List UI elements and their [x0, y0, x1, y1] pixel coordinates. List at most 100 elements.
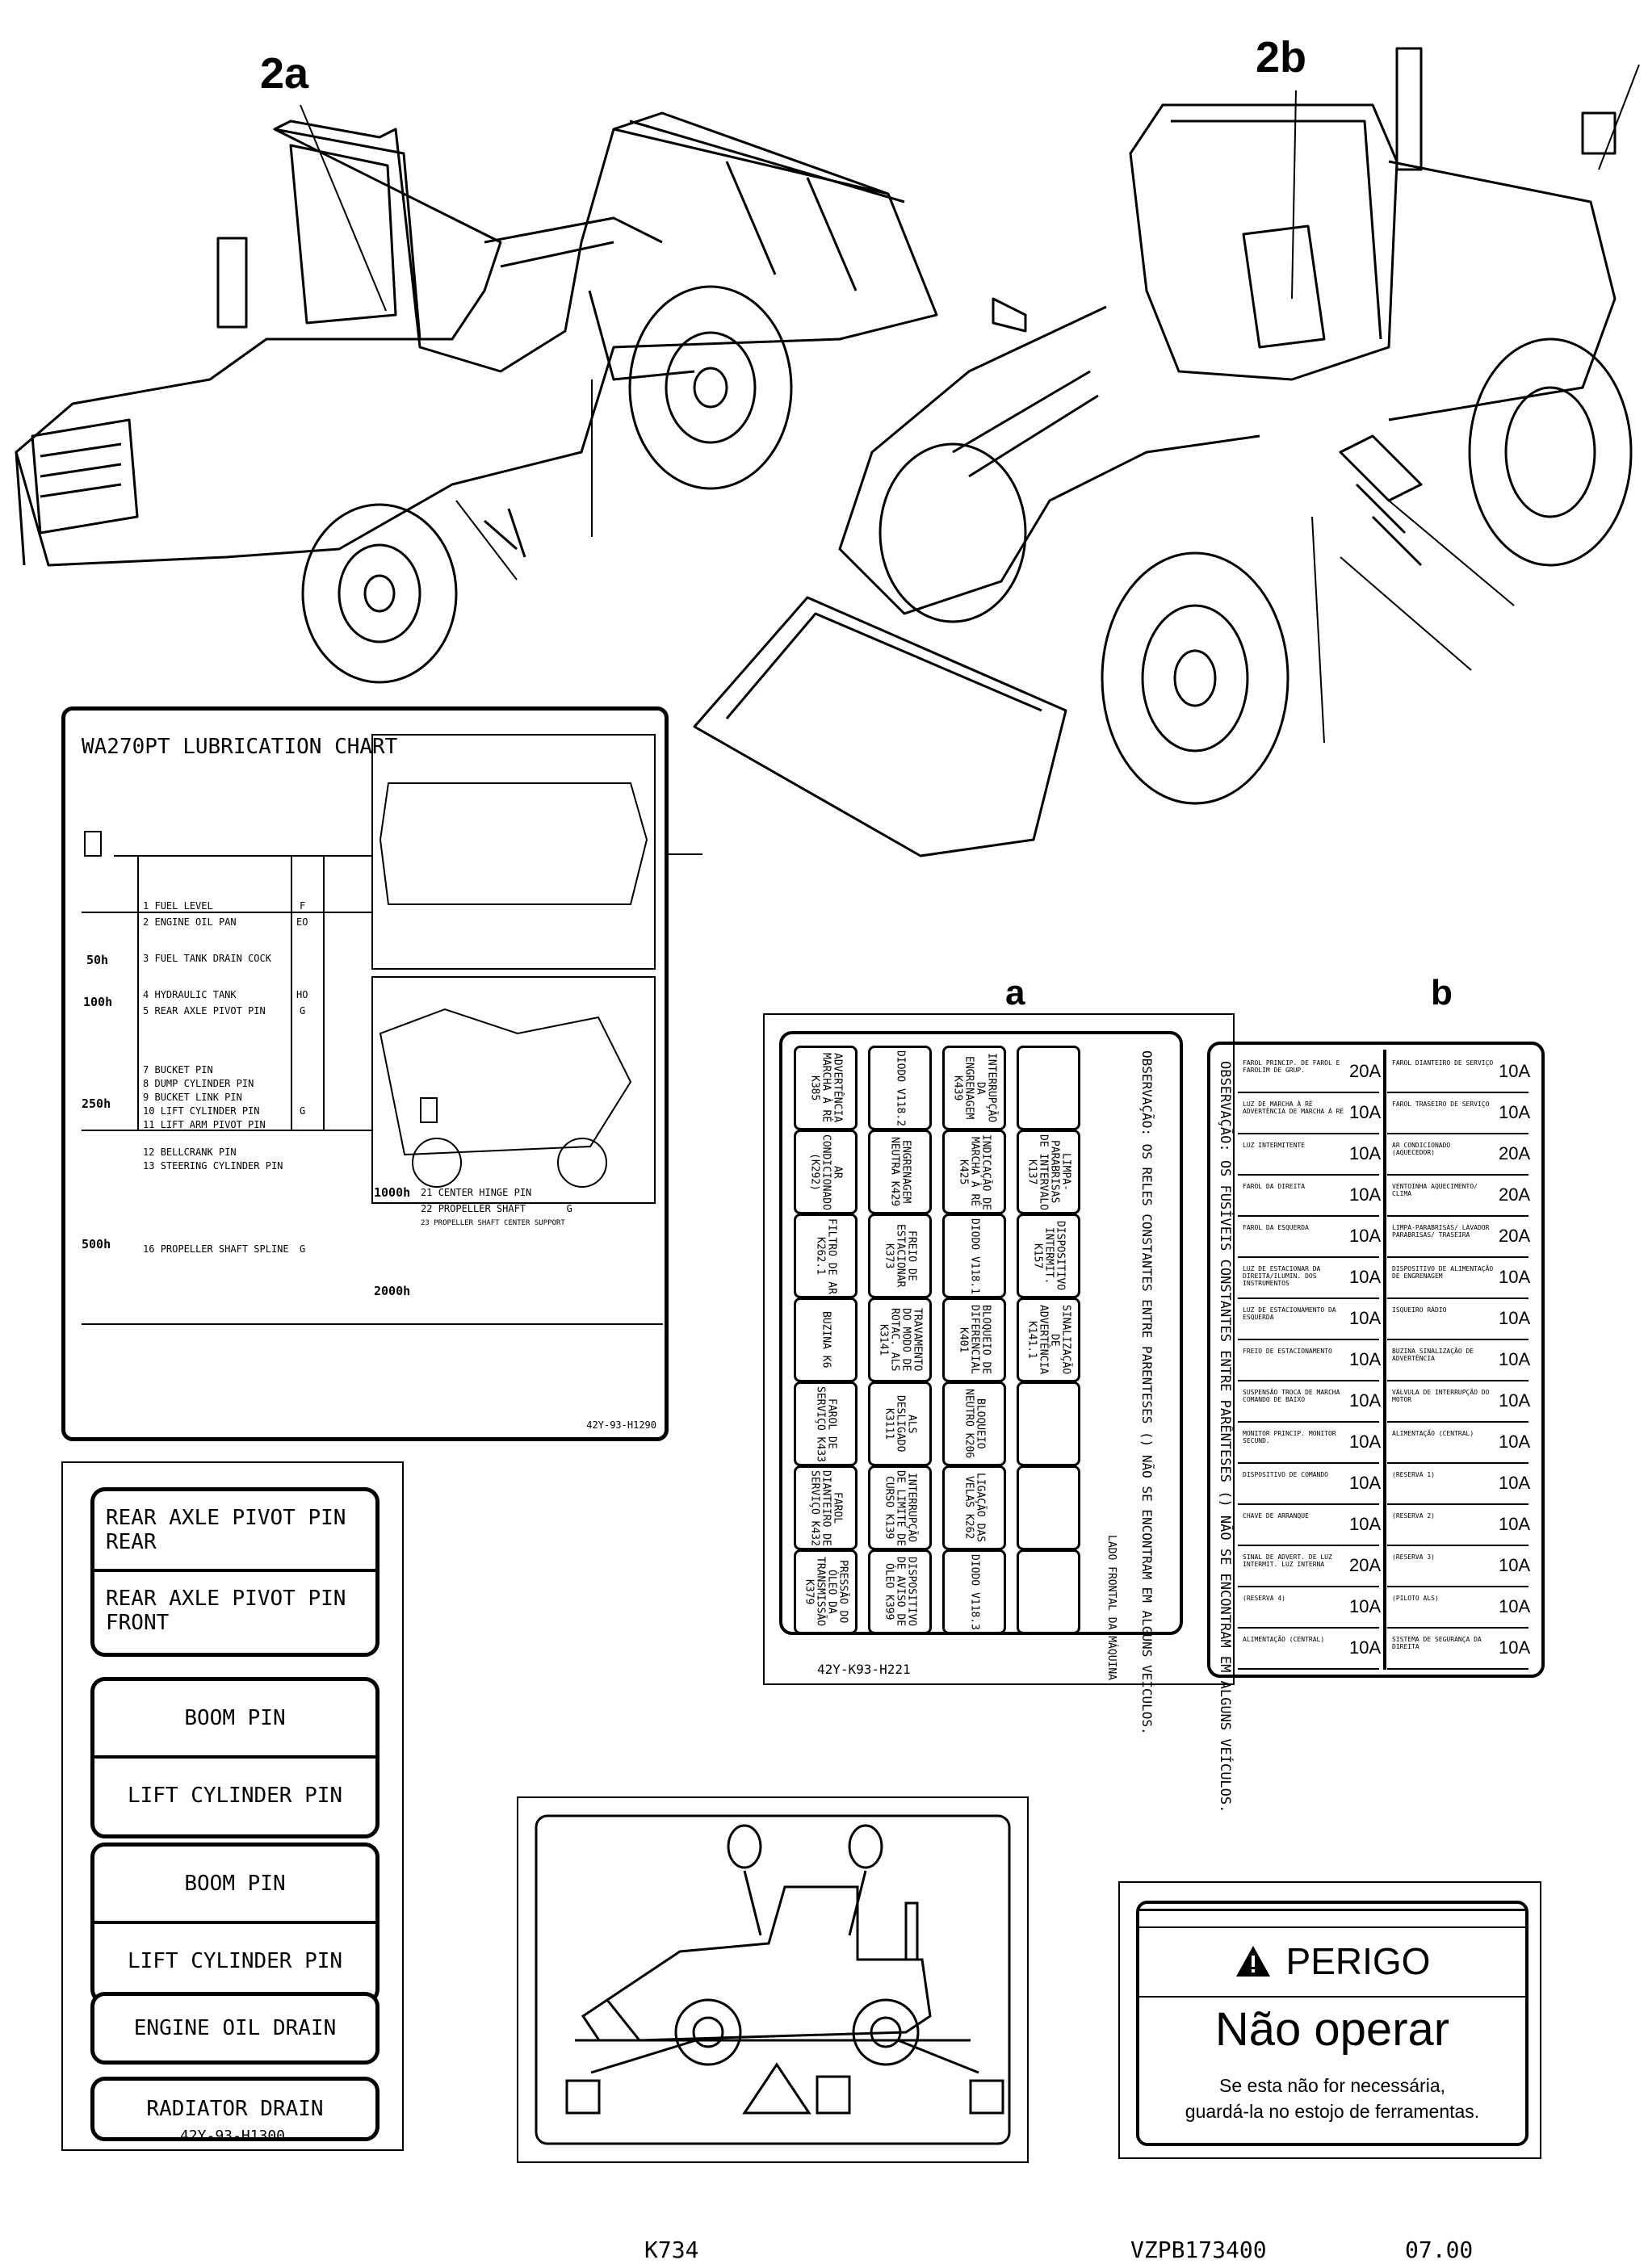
fuse-row-divider: [1387, 1462, 1528, 1464]
danger-label: PERIGO Não operar Se esta não for necess…: [1118, 1881, 1541, 2159]
lube-row: 5 REAR AXLE PIVOT PIN: [143, 1005, 266, 1017]
fuse-label: BUZINA SINALIZAÇÃO DE ADVERTÊNCIA: [1392, 1348, 1474, 1362]
fuse-row-divider: [1238, 1545, 1379, 1546]
fuse-label: LUZ DE ESTACIONAMENTO DA ESQUERDA: [1243, 1306, 1336, 1321]
fuse-amp: 10A: [1499, 1555, 1531, 1575]
fuse-label: LUZ DE ESTACIONAR DA DIREITA/ILUMIN. DOS…: [1243, 1265, 1321, 1287]
relay-cell: [1017, 1549, 1080, 1634]
relay-part-number: 42Y-K93-H221: [817, 1662, 911, 1677]
relay-cell: PRESSÃO DO ÓLEO DA TRANSMISSÃO K379: [794, 1549, 858, 1634]
lube-chart-title: WA270PT LUBRICATION CHART: [82, 735, 398, 759]
fuse-row-divider: [1387, 1297, 1528, 1299]
lube-row: 1 FUEL LEVEL: [143, 900, 213, 912]
fuse-row-divider: [1387, 1133, 1528, 1134]
interval-50h: 50h: [86, 953, 109, 967]
interval-250h: 250h: [82, 1096, 111, 1111]
lube-row: 22 PROPELLER SHAFT G: [421, 1203, 572, 1214]
fuse-label-b: OBSERVAÇÃO: OS FUSÍVEIS CONSTANTES ENTRE…: [1207, 1042, 1545, 1813]
footer-figure-code: K734: [644, 2237, 699, 2263]
fuse-label: (RESERVA 4): [1243, 1595, 1285, 1602]
fuse-amp: 10A: [1349, 1267, 1382, 1287]
relay-cell: INTERRUPÇÃO DE LIMITE DE CURSO K139: [868, 1465, 932, 1550]
fuse-label: FAROL DIANTEIRO DE SERVIÇO: [1392, 1059, 1494, 1067]
fuse-row-divider: [1387, 1256, 1528, 1258]
danger-heading-row: PERIGO: [1139, 1939, 1525, 1983]
fuse-amp: 10A: [1499, 1596, 1531, 1616]
interval-2000h: 2000h: [374, 1284, 411, 1298]
plate-boom-lift-1: BOOM PIN LIFT CYLINDER PIN: [90, 1677, 380, 1838]
relay-cell: FAROL DIANTEIRO DE SERVIÇO K432: [794, 1465, 858, 1550]
lube-row: 8 DUMP CYLINDER PIN: [143, 1078, 254, 1089]
relay-cell: LIMPA-PARABRISAS DE INTERVALO K137: [1017, 1130, 1080, 1214]
fuse-amp: 10A: [1349, 1143, 1382, 1163]
fuse-row-divider: [1387, 1668, 1528, 1670]
interval-1000h: 1000h: [374, 1185, 411, 1200]
fuse-row-divider: [1387, 1215, 1528, 1217]
fuse-label: FAROL DA ESQUERDA: [1243, 1224, 1309, 1231]
wheel-loader-right-view: [693, 47, 1633, 857]
fuse-label: (RESERVA 3): [1392, 1553, 1435, 1561]
fuse-row-divider: [1238, 1627, 1379, 1629]
plate-text: BOOM PIN: [94, 1847, 375, 1924]
fuse-column-divider: [1383, 1050, 1386, 1670]
fuse-row-divider: [1238, 1133, 1379, 1134]
relay-cell: DIODO V118.1: [942, 1214, 1006, 1298]
fuse-row-divider: [1238, 1174, 1379, 1176]
footer-page-number: 07.00: [1405, 2237, 1474, 2263]
fuse-amp: 10A: [1499, 1473, 1531, 1493]
fuse-amp: 10A: [1499, 1432, 1531, 1452]
fuse-label: VÁLVULA DE INTERRUPÇÃO DO MOTOR: [1392, 1389, 1490, 1403]
fuse-amp: 10A: [1499, 1349, 1531, 1369]
relay-cell: BLOQUEIO NEUTRO K206: [942, 1381, 1006, 1466]
lube-code: HO: [296, 989, 308, 1000]
lube-code: G: [300, 1105, 306, 1117]
danger-main-text: Não operar: [1214, 2003, 1450, 2056]
fuse-label: ISQUEIRO RÁDIO: [1392, 1306, 1447, 1314]
relay-cell: BUZINA K6: [794, 1297, 858, 1382]
fuse-label: LIMPA-PARABRISAS/ LAVADOR PARABRISAS/ TR…: [1392, 1224, 1490, 1239]
relay-cell: SINALIZAÇÃO DE ADVERTÊNCIA K141.1: [1017, 1297, 1080, 1382]
fuse-amp: 10A: [1499, 1637, 1531, 1658]
lube-row: 11 LIFT ARM PIVOT PIN: [143, 1119, 266, 1130]
fuse-amp: 10A: [1499, 1390, 1531, 1411]
fuse-label: SISTEMA DE SEGURANÇA DA DIREITA: [1392, 1636, 1482, 1650]
fuse-note: OBSERVAÇÃO: OS FUSÍVEIS CONSTANTES ENTRE…: [1217, 1061, 1233, 1813]
lube-row: 10 LIFT CYLINDER PIN: [143, 1105, 260, 1117]
relay-cell: FILTRO DE AR K262.1: [794, 1214, 858, 1298]
plate-text: REAR AXLE PIVOT PIN FRONT: [106, 1587, 346, 1635]
fuse-label: ALIMENTAÇÃO (CENTRAL): [1392, 1430, 1474, 1437]
danger-label-frame: PERIGO Não operar Se esta não for necess…: [1136, 1901, 1528, 2146]
plate-text: ENGINE OIL DRAIN: [133, 2016, 337, 2040]
lube-code: G: [300, 1243, 306, 1255]
fuse-row-divider: [1238, 1503, 1379, 1505]
relay-cell: DIODO V118.2: [868, 1046, 932, 1130]
callout-a: a: [1005, 973, 1025, 1012]
lube-chart-grid: [82, 734, 663, 1325]
lube-row: 12 BELLCRANK PIN: [143, 1147, 237, 1158]
relay-cell: ENGRENAGEM NEUTRA K429: [868, 1130, 932, 1214]
relay-cell: FREIO DE ESTACIONAR K373: [868, 1214, 932, 1298]
lube-row: 21 CENTER HINGE PIN: [421, 1187, 532, 1198]
fuse-amp: 20A: [1349, 1555, 1382, 1575]
fuse-label: SINAL DE ADVERT. DE LUZ INTERMIT. LUZ IN…: [1243, 1553, 1332, 1568]
fuse-amp: 20A: [1499, 1184, 1531, 1205]
plate-text: BOOM PIN: [94, 1681, 375, 1759]
fuse-row-divider: [1238, 1668, 1379, 1670]
fuse-label: FAROL DA DIREITA: [1243, 1183, 1306, 1190]
fuse-amp: 10A: [1349, 1349, 1382, 1369]
relay-cell: DISPOSITIVO INTERMIT. K157: [1017, 1214, 1080, 1298]
relay-cell: [1017, 1381, 1080, 1466]
plate-text: LIFT CYLINDER PIN: [127, 1784, 343, 1808]
fuse-amp: 10A: [1349, 1184, 1382, 1205]
relay-cell: TRAVAMENTO DO MODO DE ROTAC. ALS K3141: [868, 1297, 932, 1382]
fuse-amp: 10A: [1349, 1514, 1382, 1534]
fuse-label: (PILOTO ALS): [1392, 1595, 1439, 1602]
relay-cell: DIODO V118.3: [942, 1549, 1006, 1634]
fuse-amp: 20A: [1499, 1143, 1531, 1163]
relay-cell: LIGAÇÃO DAS VELAS K262: [942, 1465, 1006, 1550]
fuse-label: FAROL TRASEIRO DE SERVIÇO: [1392, 1100, 1490, 1108]
footer-document-code: VZPB173400: [1130, 2237, 1267, 2263]
plate-text: REAR AXLE PIVOT PIN REAR: [94, 1491, 375, 1572]
warning-triangle-icon: [1235, 1946, 1270, 1977]
